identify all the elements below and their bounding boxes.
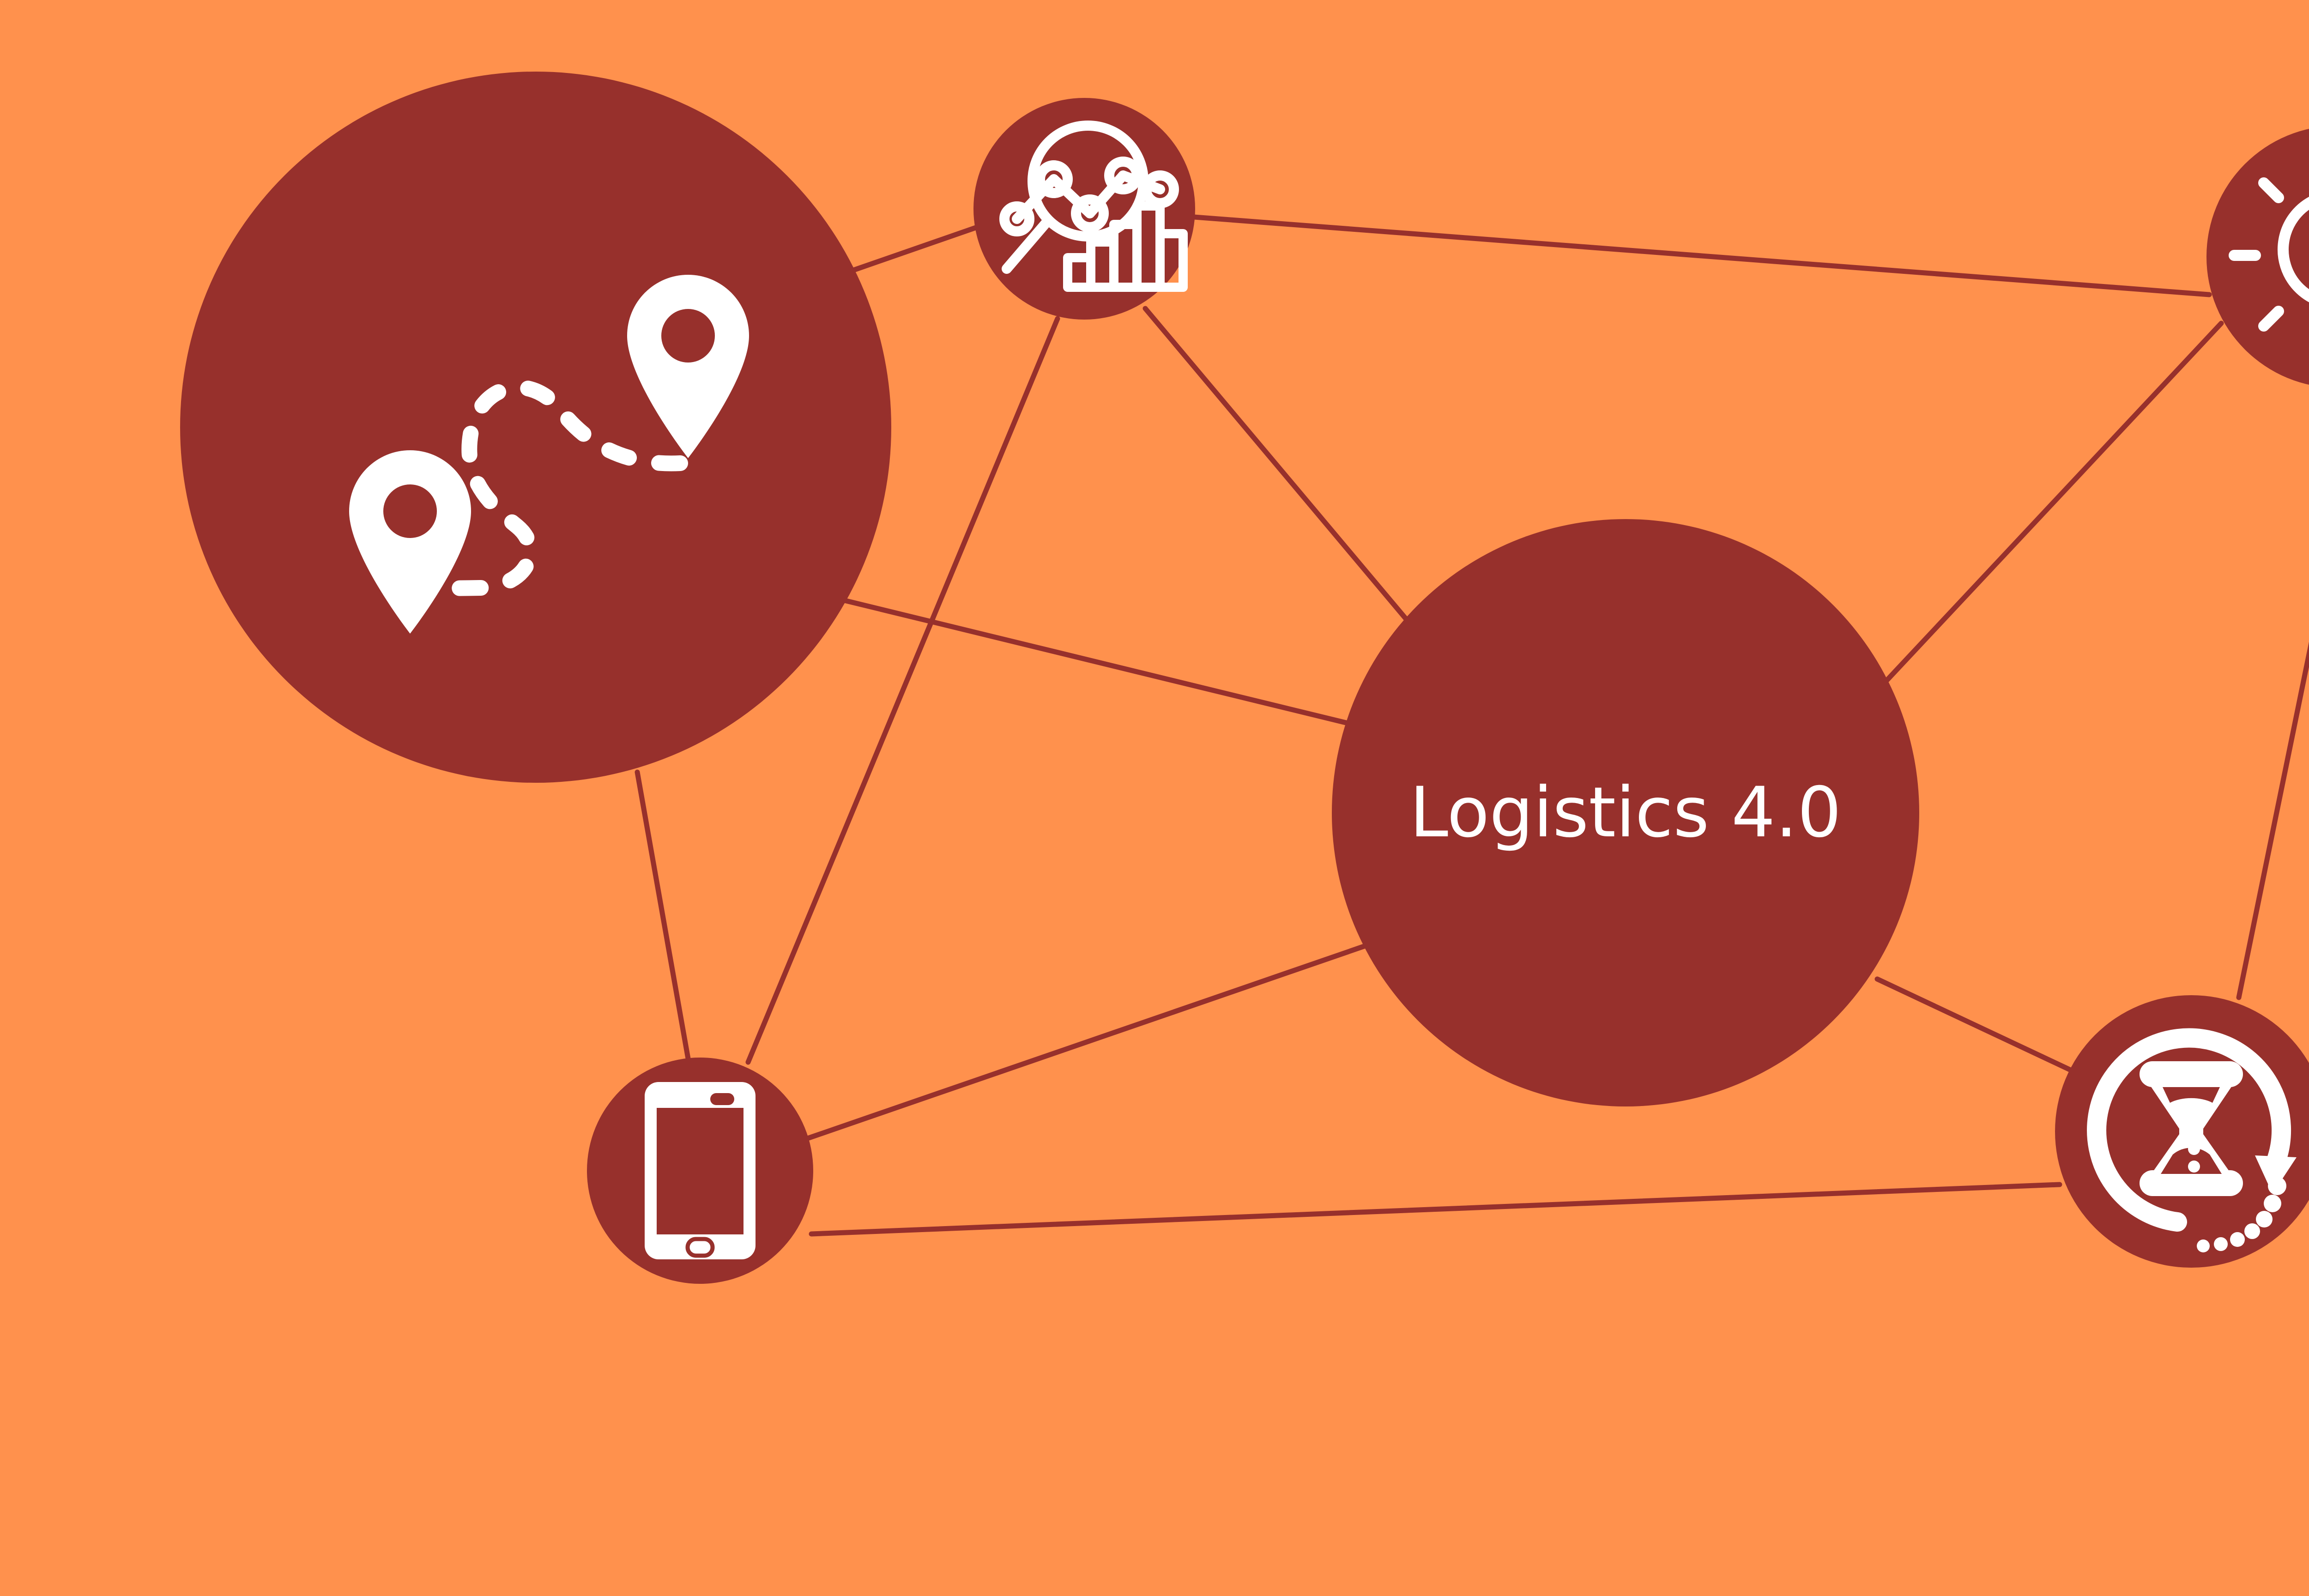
connector-logistics-40-to-mobile bbox=[801, 939, 1379, 1143]
bulb-ray bbox=[2258, 306, 2284, 332]
bar bbox=[1155, 229, 1188, 292]
connector-lines bbox=[635, 214, 2309, 1237]
connector-data-analytics-to-mobile bbox=[745, 316, 1060, 1065]
route-map-icon bbox=[349, 275, 749, 634]
connector-innovation-to-real-time bbox=[2236, 641, 2309, 1000]
map-pin-icon bbox=[627, 275, 749, 458]
connector-logistics-40-to-real-time bbox=[1874, 976, 2076, 1074]
data-point bbox=[999, 201, 1034, 236]
hourglass-cap-top bbox=[2140, 1061, 2243, 1087]
connector-route-planning-to-mobile bbox=[635, 769, 691, 1061]
connector-route-planning-to-logistics-40 bbox=[841, 598, 1358, 728]
phone-speaker bbox=[710, 1093, 734, 1105]
refresh-arrowhead bbox=[2255, 1155, 2297, 1194]
bulb-ray bbox=[2258, 177, 2284, 203]
dashed-route-path bbox=[409, 379, 688, 597]
hourglass-lower-sand-gap bbox=[2161, 1148, 2222, 1174]
magnifier-handle bbox=[1002, 215, 1053, 274]
refresh-dotted-arc bbox=[2197, 1177, 2286, 1252]
smartphone-icon bbox=[645, 1082, 756, 1259]
refresh-arc bbox=[2087, 1028, 2291, 1232]
data-analytics-icon bbox=[999, 121, 1188, 292]
center-node-label: Logistics 4.0 bbox=[1409, 773, 1841, 853]
hourglass-upper-sand-gap bbox=[2163, 1087, 2220, 1103]
phone-home-button bbox=[685, 1237, 715, 1258]
connector-mobile-to-real-time bbox=[809, 1182, 2062, 1237]
connector-route-planning-to-data-analytics bbox=[851, 222, 986, 273]
map-pin-hole bbox=[383, 484, 437, 538]
data-point bbox=[1035, 160, 1073, 198]
falling-sand-grain bbox=[2188, 1143, 2200, 1155]
node-circle-logistics-40[interactable] bbox=[1332, 519, 1919, 1106]
bulb-glass bbox=[2278, 197, 2309, 302]
map-pin-hole bbox=[661, 309, 715, 363]
data-point bbox=[1104, 157, 1142, 194]
node-circle-route-planning[interactable] bbox=[180, 72, 891, 783]
hourglass-glyph bbox=[2140, 1061, 2243, 1196]
connector-data-analytics-to-innovation bbox=[1191, 214, 2212, 297]
node-circles bbox=[180, 72, 2309, 1284]
map-pin-icon bbox=[349, 450, 471, 634]
hourglass-refresh-icon bbox=[2087, 1028, 2297, 1252]
connector-innovation-to-logistics-40 bbox=[1877, 320, 2224, 691]
lightbulb-icon bbox=[2229, 177, 2309, 332]
falling-sand-grain bbox=[2188, 1161, 2200, 1173]
connector-data-analytics-to-logistics-40 bbox=[1142, 306, 1424, 640]
data-point bbox=[1071, 194, 1109, 232]
phone-screen bbox=[657, 1108, 743, 1234]
bar-chart bbox=[1063, 201, 1188, 292]
